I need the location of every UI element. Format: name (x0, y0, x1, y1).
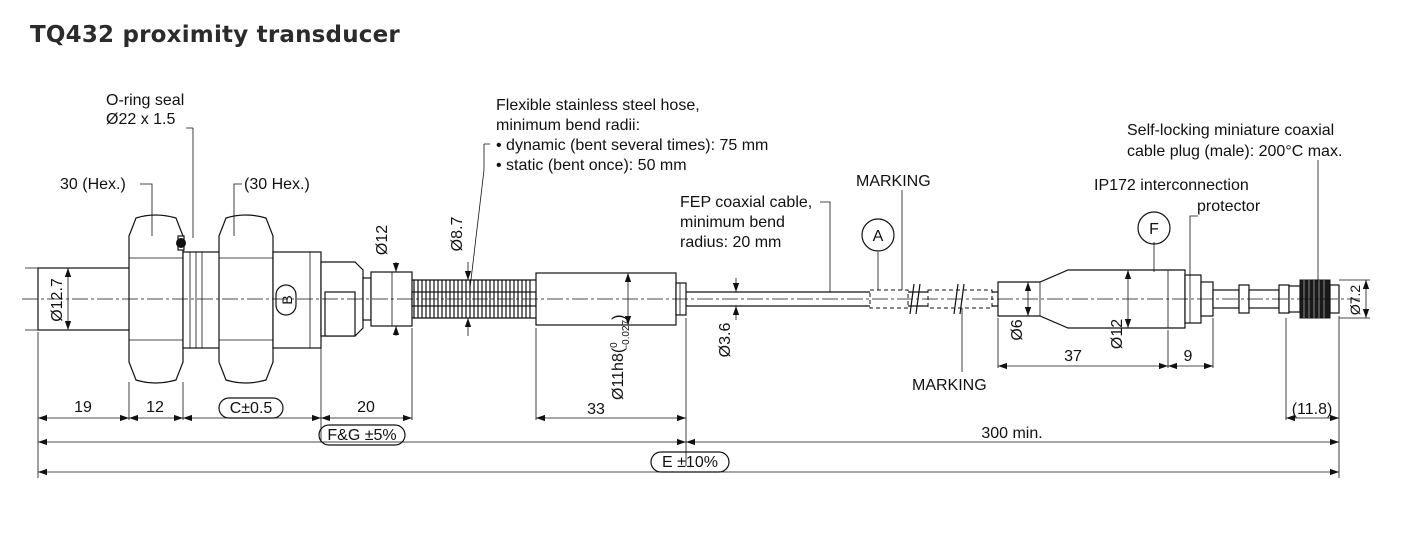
transducer-body (22, 214, 1360, 384)
dim-d12-protector: Ø12 (1109, 319, 1126, 349)
dim-len-37: 37 (1064, 348, 1082, 365)
o-ring-seal (176, 238, 186, 248)
ip172-label-1: IP172 interconnection (1094, 177, 1249, 194)
hex-nut-2 (218, 214, 274, 384)
hose-label-1: Flexible stainless steel hose, (496, 97, 700, 114)
oring-label-2: Ø22 x 1.5 (106, 111, 175, 128)
hex-label-1: 30 (Hex.) (60, 176, 126, 193)
dim-len-12: 12 (146, 399, 164, 416)
circle-label-b: B (279, 295, 295, 304)
oring-label-1: O-ring seal (106, 92, 184, 109)
dim-d6: Ø6 (1009, 319, 1026, 340)
dim-len-fg: F&G ±5% (327, 427, 396, 444)
plug-label-2: cable plug (male): 200°C max. (1127, 143, 1342, 160)
hose-label-2: minimum bend radii: (496, 117, 640, 134)
hose-label-4: • static (bent once): 50 mm (496, 157, 687, 174)
cable-label-3: radius: 20 mm (680, 234, 781, 251)
dim-d7-2: Ø7.2 (1347, 285, 1363, 316)
dim-len-20: 20 (357, 399, 375, 416)
circle-label-f: F (1149, 221, 1159, 238)
marking-sleeve-a (869, 289, 909, 309)
dim-d3-6: Ø3.6 (717, 323, 734, 358)
dim-len-300: 300 min. (981, 425, 1042, 442)
dim-d12-fitting: Ø12 (374, 225, 391, 255)
marking-top-label: MARKING (856, 173, 931, 190)
dim-len-9: 9 (1184, 348, 1193, 365)
dim-len-33: 33 (587, 401, 605, 418)
dim-len-e: E ±10% (662, 454, 718, 471)
hose-label-3: • dynamic (bent several times): 75 mm (496, 137, 768, 154)
cable-label-1: FEP coaxial cable, (680, 194, 812, 211)
leader-lines (140, 127, 1319, 372)
circle-label-a: A (873, 228, 884, 245)
dim-d12-7: Ø12.7 (49, 278, 66, 322)
dim-d8-7: Ø8.7 (449, 217, 466, 252)
hex-label-2: (30 Hex.) (244, 176, 310, 193)
dim-len-19: 19 (74, 399, 92, 416)
ip172-label-2: protector (1197, 198, 1261, 215)
marking-bottom-label: MARKING (912, 377, 987, 394)
plug-label-1: Self-locking miniature coaxial (1127, 122, 1334, 139)
dim-len-c: C±0.5 (230, 400, 273, 417)
cable-label-2: minimum bend (680, 214, 785, 231)
dim-len-11-8: (11.8) (1292, 401, 1333, 418)
dim-d11h8: Ø11h8(0-0.027) (609, 315, 632, 400)
page-title: TQ432 proximity transducer (30, 22, 400, 48)
